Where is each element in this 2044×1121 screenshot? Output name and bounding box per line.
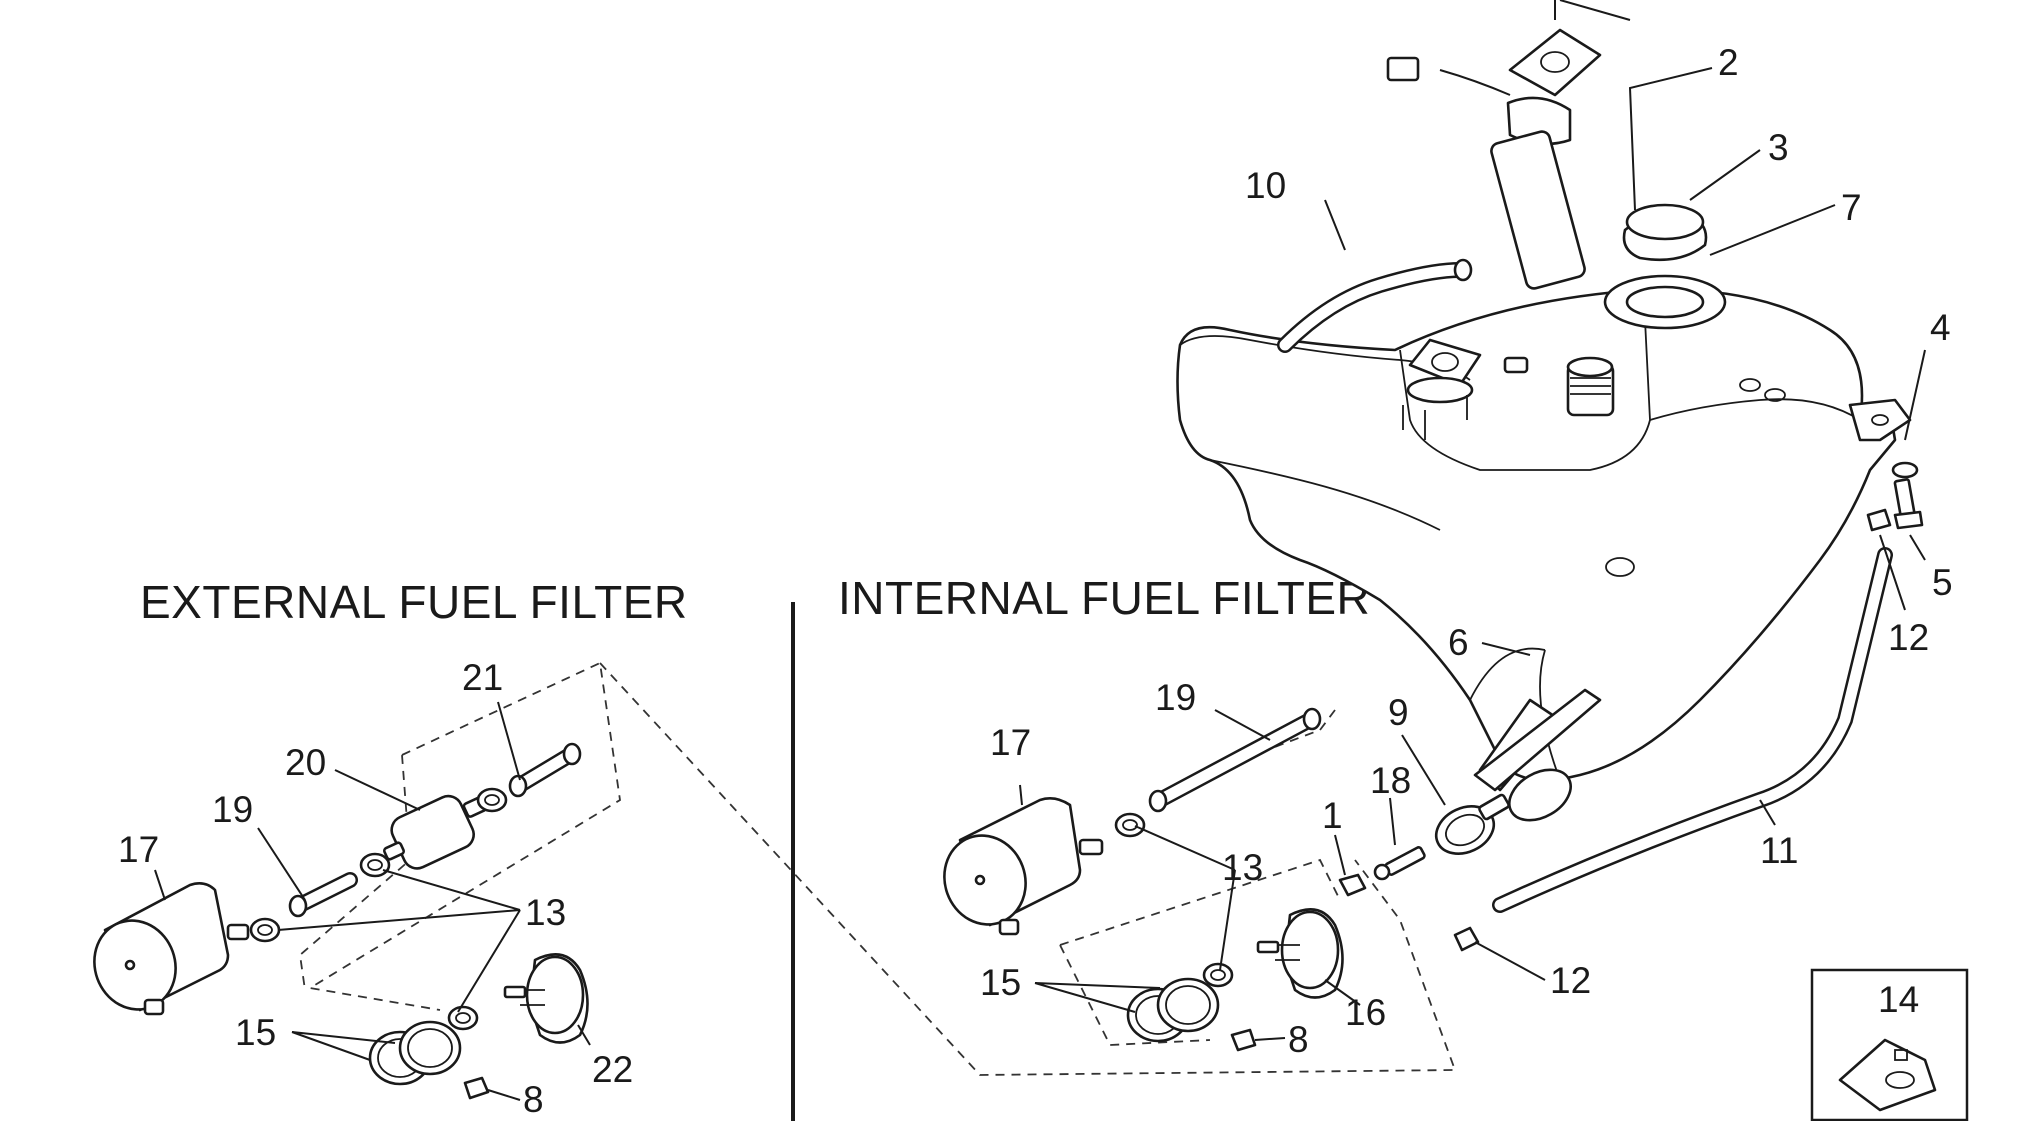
bolt-and-washer xyxy=(1891,461,1924,530)
external-clamp-13c xyxy=(476,787,508,813)
callout-11: 11 xyxy=(1760,830,1798,871)
external-o-rings-15 xyxy=(368,1020,462,1086)
internal-hose-19 xyxy=(1148,707,1322,813)
callout-8-external: 8 xyxy=(523,1079,544,1120)
callout-17-internal: 17 xyxy=(990,722,1031,763)
inset-clip-14 xyxy=(1810,968,1969,1121)
callout-10: 10 xyxy=(1245,165,1286,206)
clip-lower xyxy=(1453,926,1480,952)
internal-clamp-13a xyxy=(1114,812,1146,838)
callout-1: 1 xyxy=(1322,795,1343,836)
internal-coil-17 xyxy=(943,797,1104,936)
filler-gasket xyxy=(1603,274,1727,330)
external-to-internal-link xyxy=(599,662,1457,1076)
callout-19-internal: 19 xyxy=(1155,677,1196,718)
external-assembly-outline xyxy=(299,661,621,1011)
internal-nut-8 xyxy=(1230,1028,1257,1052)
callout-17-external: 17 xyxy=(118,829,159,870)
callout-8-internal: 8 xyxy=(1288,1019,1309,1060)
heading-external-fuel-filter: EXTERNAL FUEL FILTER xyxy=(140,576,688,628)
callout-13-external: 13 xyxy=(525,892,566,933)
internal-filter-16 xyxy=(1256,908,1344,999)
callout-12-lower: 12 xyxy=(1550,960,1591,1001)
drain-hose xyxy=(1492,547,1893,913)
external-clamp-13d xyxy=(447,1005,479,1031)
callout-4: 4 xyxy=(1930,307,1951,348)
external-hose-21 xyxy=(508,742,582,798)
external-hose-19 xyxy=(288,872,358,918)
hose-clamp xyxy=(1434,793,1510,855)
breather-hose xyxy=(1277,258,1473,353)
fuel-pump-sender xyxy=(1386,0,1631,290)
callout-9: 9 xyxy=(1388,692,1409,733)
callout-22: 22 xyxy=(592,1049,633,1090)
external-pump-22 xyxy=(503,953,589,1044)
callout-14: 14 xyxy=(1878,979,1919,1020)
callout-18: 18 xyxy=(1370,760,1411,801)
external-filter-20 xyxy=(382,794,488,870)
callout-3: 3 xyxy=(1768,127,1789,168)
fuel-cap xyxy=(1622,203,1708,262)
callout-13-internal: 13 xyxy=(1222,847,1263,888)
callout-21: 21 xyxy=(462,657,503,698)
external-clamp-13a xyxy=(249,917,281,943)
fuel-tank xyxy=(1176,288,1912,822)
screw-18 xyxy=(1373,846,1426,881)
internal-o-rings-15 xyxy=(1126,977,1220,1043)
internal-clamp-13b xyxy=(1202,962,1234,988)
callout-15-external: 15 xyxy=(235,1012,276,1053)
callout-12-upper: 12 xyxy=(1888,617,1929,658)
external-clamp-13b xyxy=(359,852,391,878)
callout-5: 5 xyxy=(1932,562,1953,603)
callout-7: 7 xyxy=(1841,187,1862,228)
callout-20: 20 xyxy=(285,742,326,783)
callout-2: 2 xyxy=(1718,42,1739,83)
heading-internal-fuel-filter: INTERNAL FUEL FILTER xyxy=(838,572,1370,624)
external-nut-8 xyxy=(463,1076,490,1100)
callout-15-internal: 15 xyxy=(980,962,1021,1003)
clip-upper xyxy=(1866,508,1892,532)
external-coil-17 xyxy=(93,882,250,1016)
callout-6: 6 xyxy=(1448,622,1469,663)
callout-16: 16 xyxy=(1345,992,1386,1033)
leader-lines xyxy=(154,67,1926,1101)
callout-19-external: 19 xyxy=(212,789,253,830)
nut-1 xyxy=(1338,873,1367,897)
